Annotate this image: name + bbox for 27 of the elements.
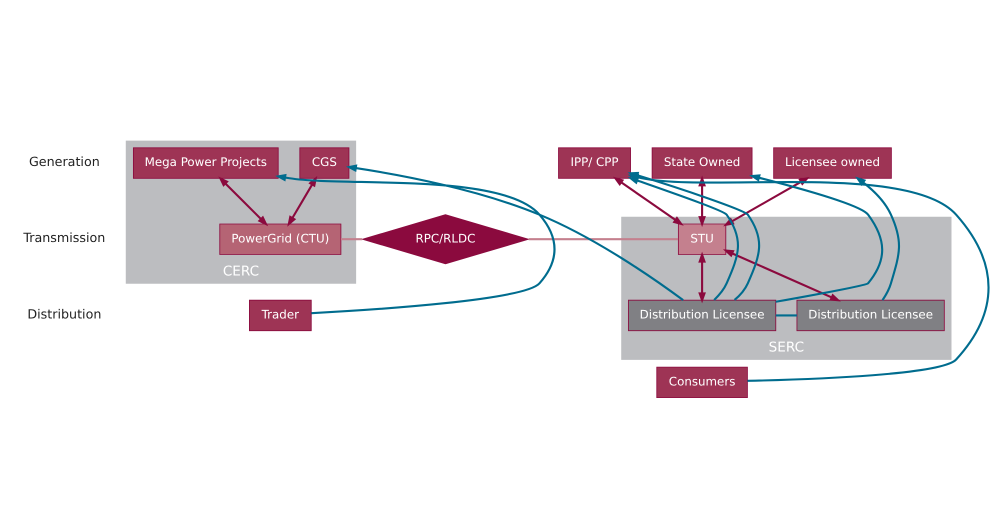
label: Transmission	[23, 230, 106, 246]
arrow	[722, 249, 841, 302]
arrow	[346, 164, 684, 302]
label: Distribution	[27, 306, 102, 322]
connector	[776, 314, 797, 317]
node-diamond: RPC/RLDC	[361, 214, 530, 264]
arrow	[218, 176, 268, 226]
connector	[340, 238, 362, 240]
node-box: CGS	[299, 147, 350, 179]
node-box: Trader	[249, 300, 312, 332]
node-box: Consumers	[656, 366, 748, 398]
node-box: Distribution Licensee	[796, 300, 945, 332]
arrow	[698, 175, 706, 228]
node-box: IPP/ CPP	[558, 147, 631, 179]
connector	[528, 238, 678, 240]
arrow	[855, 176, 900, 301]
node-box: STU	[678, 224, 726, 255]
node-box: Mega Power Projects	[132, 147, 279, 179]
arrow	[275, 174, 556, 314]
arrow	[749, 174, 884, 303]
node-box: State Owned	[652, 147, 752, 179]
node-box: Distribution Licensee	[628, 300, 776, 332]
node-box: PowerGrid (CTU)	[219, 224, 342, 255]
node-box: Licensee owned	[773, 147, 892, 179]
arrow	[698, 252, 706, 304]
arrow	[287, 176, 318, 227]
label: Generation	[28, 154, 100, 169]
